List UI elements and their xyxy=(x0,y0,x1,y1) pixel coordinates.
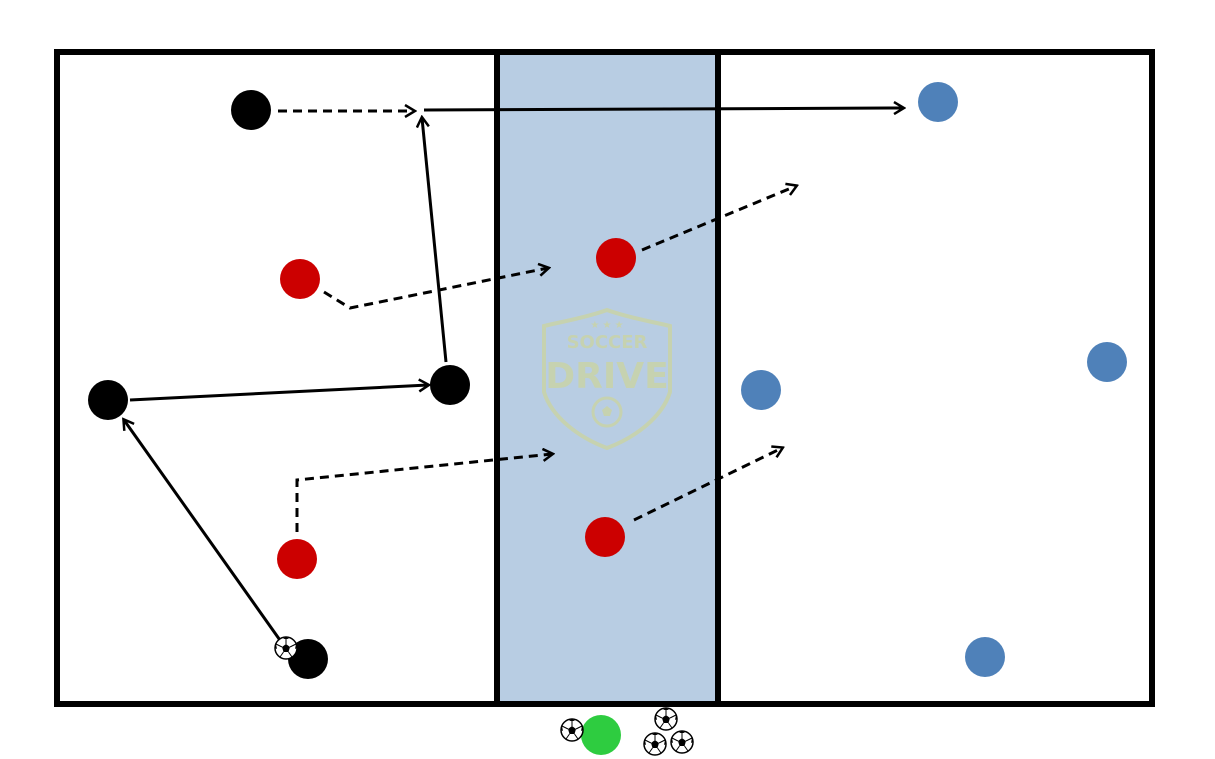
pass-arrow xyxy=(423,108,903,110)
pass-arrows xyxy=(124,108,903,644)
player-black xyxy=(288,639,328,679)
player-blue xyxy=(741,370,781,410)
ball-icon xyxy=(643,732,667,756)
player-red xyxy=(280,259,320,299)
central-zone xyxy=(497,52,718,704)
soccer-drive-logo: ★ ★ ★ SOCCER DRIVE xyxy=(542,307,672,451)
run-arrow xyxy=(295,454,552,532)
run-arrow xyxy=(641,186,796,252)
player-red xyxy=(277,539,317,579)
pass-arrow xyxy=(129,385,428,402)
team-red xyxy=(277,238,636,579)
logo-ball-icon xyxy=(591,396,623,428)
player-black xyxy=(231,90,271,130)
ball-icon xyxy=(670,730,694,754)
player-blue xyxy=(1087,342,1127,382)
pitch-boundary xyxy=(54,49,1155,707)
logo-line-1: SOCCER xyxy=(567,332,648,353)
player-red xyxy=(596,238,636,278)
logo-line-2: DRIVE xyxy=(545,356,668,397)
pass-arrow xyxy=(422,118,448,363)
player-blue xyxy=(965,637,1005,677)
team-blue xyxy=(741,82,1127,677)
ball-icon xyxy=(654,707,678,731)
run-arrow xyxy=(633,448,782,522)
ball-icon xyxy=(560,718,584,742)
pass-arrow xyxy=(124,420,284,644)
run-arrow xyxy=(323,268,548,310)
team-black xyxy=(88,90,470,679)
player-black xyxy=(430,365,470,405)
run-arrows xyxy=(278,111,796,532)
player-blue xyxy=(918,82,958,122)
player-red xyxy=(585,517,625,557)
ball-icon xyxy=(274,636,298,660)
player-black xyxy=(88,380,128,420)
logo-stars: ★ ★ ★ xyxy=(590,320,623,331)
coach-green xyxy=(581,715,621,755)
